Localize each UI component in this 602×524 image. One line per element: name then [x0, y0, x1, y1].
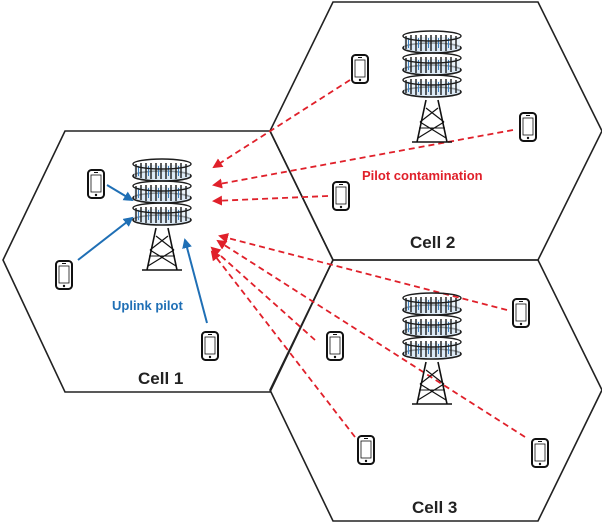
cell-3-hexagon: [269, 259, 602, 522]
mobile-phone-icon: [519, 112, 537, 142]
uplink-arrow: [77, 216, 134, 261]
contamination-arrow: [212, 129, 514, 189]
mobile-phone-icon: [531, 438, 549, 468]
mobile-phone-icon: [351, 54, 369, 84]
contamination-arrow: [218, 233, 508, 311]
mobile-phone-icon: [55, 260, 73, 290]
pilot-contamination-label: Pilot contamination: [362, 168, 483, 183]
uplink-arrow: [106, 184, 134, 202]
mobile-phone-icon: [332, 181, 350, 211]
contamination-arrow: [210, 250, 356, 438]
contamination-arrow: [212, 195, 329, 206]
base-station-antenna-icon: [133, 159, 191, 270]
mobile-phone-icon: [357, 435, 375, 465]
cell-2-label: Cell 2: [410, 233, 455, 252]
cell-1-label: Cell 1: [138, 369, 183, 388]
uplink-arrow: [182, 238, 208, 324]
contamination-arrows: [210, 79, 526, 438]
base-station-antenna-icon: [403, 31, 461, 142]
uplink-pilot-label: Uplink pilot: [112, 298, 183, 313]
mobile-phone-icon: [326, 331, 344, 361]
uplink-arrows: [77, 184, 208, 324]
base-station-antenna-icon: [403, 293, 461, 404]
contamination-arrow: [212, 79, 351, 169]
mobile-phone-icon: [512, 298, 530, 328]
mobile-phone-icon: [201, 331, 219, 361]
contamination-arrow: [216, 239, 526, 438]
cell-3-label: Cell 3: [412, 498, 457, 517]
contamination-arrow: [210, 246, 316, 341]
mobile-phone-icon: [87, 169, 105, 199]
